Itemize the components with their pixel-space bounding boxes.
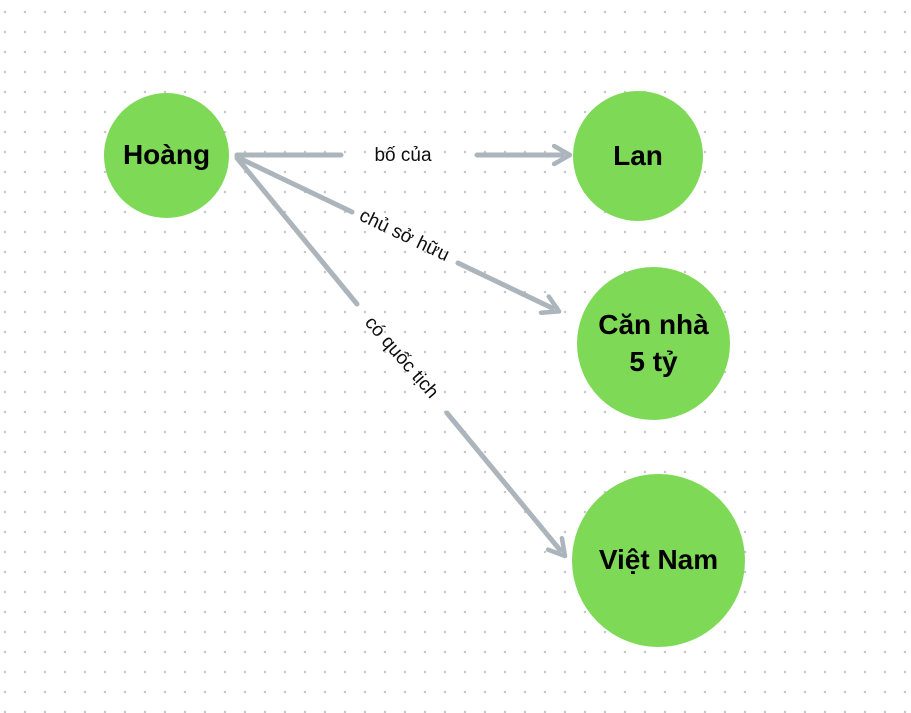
- node-can-nha-5-ty[interactable]: Căn nhà 5 tỷ: [577, 267, 730, 420]
- edge-hoang-can-nha[interactable]: [234, 154, 562, 315]
- node-hoang[interactable]: Hoàng: [104, 93, 229, 218]
- node-viet-nam-label: Việt Nam: [598, 544, 719, 576]
- node-lan[interactable]: Lan: [573, 91, 703, 221]
- edge-label-bo-cua[interactable]: bố của: [374, 145, 432, 166]
- node-can-nha-label-line1: Căn nhà: [598, 309, 709, 341]
- edge-hoang-viet-nam[interactable]: [234, 155, 568, 559]
- node-can-nha-label-line2: 5 tỷ: [629, 345, 678, 377]
- node-can-nha-label: Căn nhà 5 tỷ: [598, 307, 708, 380]
- node-hoang-label: Hoàng: [122, 139, 211, 171]
- node-viet-nam[interactable]: Việt Nam: [572, 474, 745, 647]
- node-lan-label: Lan: [613, 139, 663, 171]
